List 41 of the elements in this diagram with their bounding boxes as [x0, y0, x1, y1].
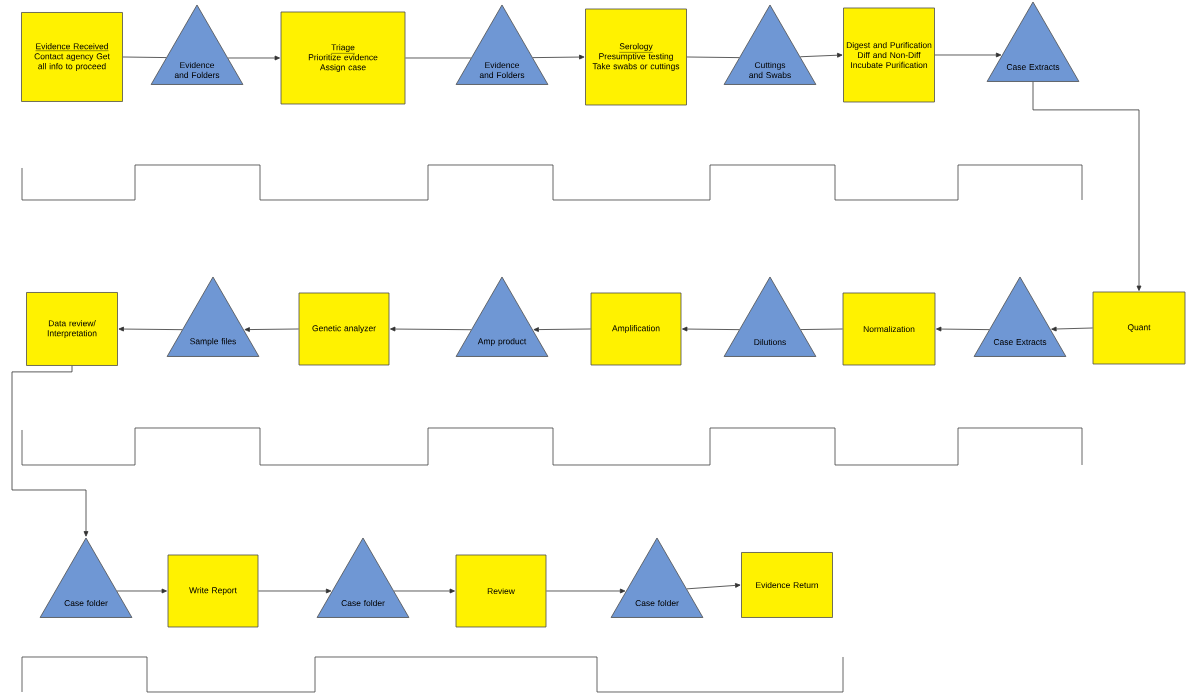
process-box: Review — [455, 554, 547, 628]
triangle-node: Case Extracts — [986, 1, 1080, 82]
arrow — [390, 326, 472, 332]
arrow — [686, 583, 741, 590]
triangle-node: Case folder — [610, 537, 704, 618]
arrow — [11, 365, 89, 537]
arrow — [258, 588, 332, 594]
triangle-node: Dilutions — [723, 276, 817, 357]
triangle-node: Cuttings and Swabs — [723, 4, 817, 85]
arrow — [116, 588, 167, 594]
arrow — [532, 54, 585, 60]
arrow — [244, 327, 299, 332]
process-box: Amplification — [590, 292, 682, 366]
triangle-node: Case folder — [39, 537, 133, 618]
triangle-node: Evidence and Folders — [150, 4, 244, 85]
triangle-node: Case Extracts — [973, 276, 1067, 357]
triangle-node: Amp product — [455, 276, 549, 357]
arrow — [799, 52, 843, 58]
arrow — [393, 588, 455, 594]
arrow — [227, 55, 280, 61]
process-box: Quant — [1092, 291, 1186, 365]
arrow — [118, 326, 183, 332]
process-box: Data review/ Interpretation — [26, 292, 118, 366]
process-box: Normalization — [842, 292, 936, 366]
triangle-node: Sample files — [166, 276, 260, 357]
arrow — [682, 326, 740, 332]
process-box: Evidence Return — [741, 552, 833, 618]
process-box: Write Report — [167, 554, 259, 628]
arrow — [1051, 326, 1093, 332]
process-box: Serology Presumptive testing Take swabs or cuttings — [585, 8, 687, 106]
triangle-node: Evidence and Folders — [455, 4, 549, 85]
arrow — [934, 52, 1002, 58]
process-box: Evidence Received Contact agency Get all info to proceed — [21, 12, 123, 102]
triangle-node: Case folder — [316, 537, 410, 618]
process-box: Triage Prioritize evidence Assign case — [280, 11, 406, 105]
arrow — [546, 588, 626, 594]
arrow — [1032, 81, 1142, 291]
process-box: Digest and Purification Diff and Non-Diff Incubate Purification — [843, 7, 935, 103]
process-box: Genetic analyzer — [298, 292, 390, 366]
arrow — [936, 326, 990, 332]
arrow — [533, 327, 591, 332]
